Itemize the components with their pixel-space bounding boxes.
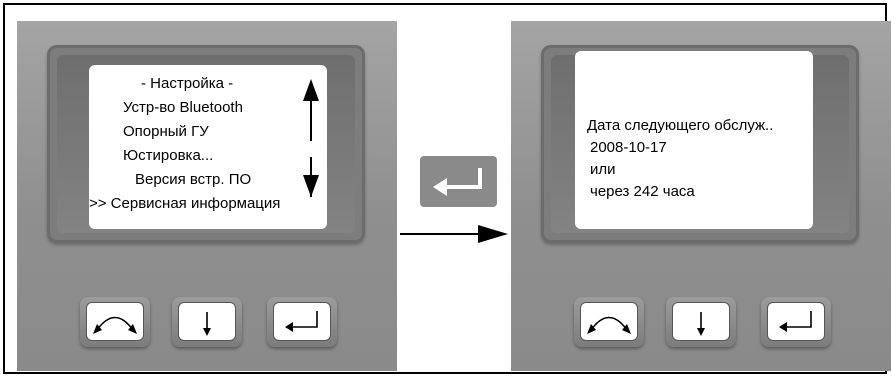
flow-arrow-icon [400,225,508,243]
display-screen-left: - Настройка - Устр-во Bluetooth Опорный … [89,65,327,229]
display-screen-right: Дата следующего обслуж.. 2008-10-17 или … [575,51,813,229]
enter-button[interactable] [761,297,831,347]
or-label: или [590,161,616,178]
down-button[interactable] [666,297,736,347]
next-service-label: Дата следующего обслуж.. [587,117,774,134]
next-service-date: 2008-10-17 [590,139,667,156]
menu-item-reference[interactable]: Опорный ГУ [123,123,209,140]
toggle-button[interactable] [80,297,150,347]
enter-key-icon [433,168,482,196]
enter-icon [779,311,812,332]
enter-icon [285,311,318,332]
menu-item-service-info[interactable]: >> Сервисная информация [89,195,281,212]
down-button[interactable] [172,297,242,347]
device-panel-right: Дата следующего обслуж.. 2008-10-17 или … [511,21,891,371]
menu-item-bluetooth[interactable]: Устр-во Bluetooth [123,99,243,116]
toggle-icon [93,316,137,334]
toggle-button[interactable] [574,297,644,347]
toggle-icon [587,316,631,334]
down-arrow-icon [203,312,211,336]
scroll-down-arrow-icon [303,175,319,197]
figure-frame: - Настройка - Устр-во Bluetooth Опорный … [3,3,891,374]
next-service-hours: через 242 часа [590,183,695,200]
scroll-line-upper [310,101,312,141]
enter-key-indicator [420,156,497,207]
menu-title: - Настройка - [141,75,234,92]
menu-item-firmware[interactable]: Версия встр. ПО [135,171,252,188]
device-panel-left: - Настройка - Устр-во Bluetooth Опорный … [17,21,397,371]
scroll-up-arrow-icon [303,79,319,101]
down-arrow-icon [697,312,705,336]
enter-button[interactable] [267,297,337,347]
menu-item-adjustment[interactable]: Юстировка... [123,147,214,164]
